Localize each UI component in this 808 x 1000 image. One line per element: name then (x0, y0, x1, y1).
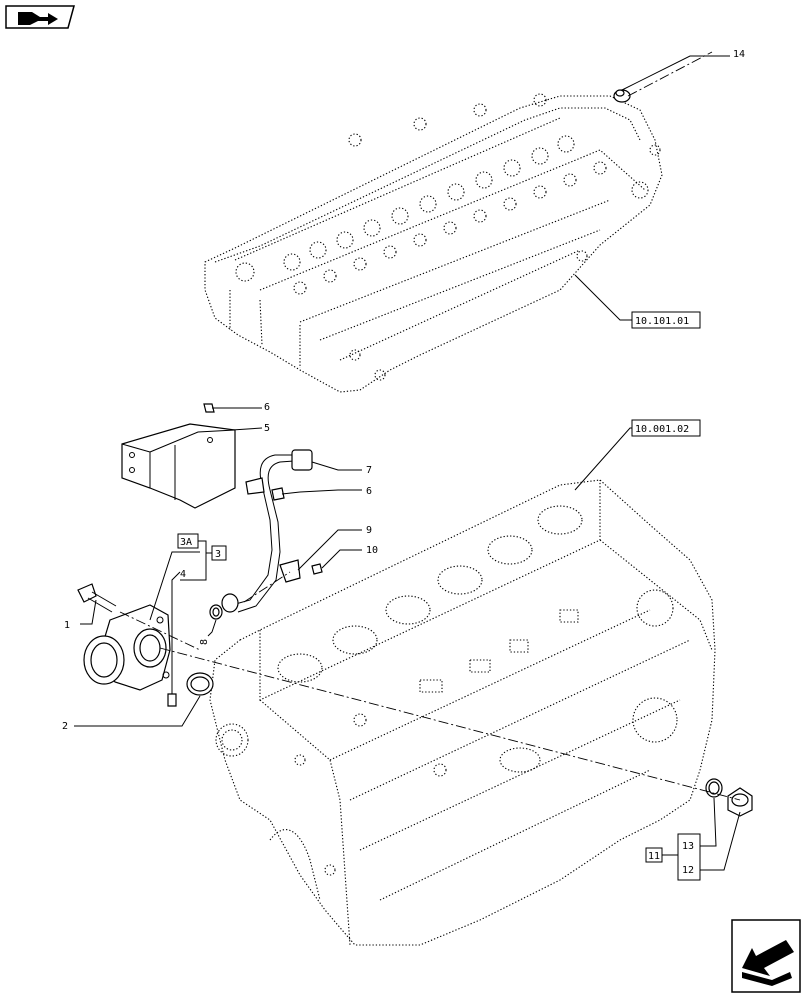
callout-11-bracket (662, 833, 701, 881)
next-page-arrow-icon[interactable] (731, 919, 801, 993)
callout-3-label: 3 (215, 549, 221, 560)
reference-cylinder-head-label: 10.101.01 (635, 316, 689, 327)
callout-4[interactable]: 4 (180, 569, 186, 580)
callout-2-label: 2 (62, 721, 68, 732)
callout-3a[interactable]: 3A (177, 533, 199, 549)
o-ring-part (209, 604, 223, 620)
bolt-part (77, 583, 117, 613)
book-arrow-icon[interactable] (5, 5, 75, 29)
screw-part (271, 487, 301, 501)
callout-6-label: 6 (264, 402, 270, 413)
callout-10[interactable]: 10 (366, 545, 378, 556)
callout-2[interactable]: 2 (62, 721, 68, 732)
callout-10-label: 10 (366, 545, 378, 556)
callout-8[interactable]: 8 (199, 639, 210, 645)
leader-lines (74, 55, 741, 871)
screw-part (311, 563, 323, 575)
seal-ring-part (186, 672, 214, 696)
callout-7-label: 7 (366, 465, 372, 476)
callout-5[interactable]: 5 (264, 423, 270, 434)
callout-13-label: 13 (682, 841, 694, 852)
callout-6-label: 6 (366, 486, 372, 497)
callout-12-label: 12 (682, 865, 694, 876)
callout-6-top[interactable]: 6 (264, 402, 270, 413)
callout-8-label: 8 (199, 639, 210, 645)
callout-12[interactable]: 12 (682, 865, 694, 876)
callout-14-label: 14 (733, 49, 745, 60)
callout-9-label: 9 (366, 525, 372, 536)
callout-7[interactable]: 7 (366, 465, 372, 476)
bracket-part (121, 423, 236, 509)
callout-3[interactable]: 3 (211, 545, 227, 561)
callout-11[interactable]: 11 (645, 847, 663, 863)
callout-14[interactable]: 14 (733, 49, 745, 60)
callout-5-label: 5 (264, 423, 270, 434)
callout-9[interactable]: 9 (366, 525, 372, 536)
reference-cylinder-head[interactable]: 10.101.01 (631, 311, 701, 329)
callout-11-label: 11 (648, 851, 660, 862)
pin-part (167, 693, 177, 707)
screw-part (203, 403, 230, 413)
centerlines (119, 51, 741, 801)
callout-3a-label: 3A (180, 537, 192, 548)
callout-4-label: 4 (180, 569, 186, 580)
callout-3-bracket (180, 540, 212, 581)
plug-part (705, 778, 753, 817)
engine-block-drawing (209, 479, 716, 946)
callout-6-middle[interactable]: 6 (366, 486, 372, 497)
cylinder-head-drawing (204, 89, 663, 393)
reference-engine-block[interactable]: 10.001.02 (631, 419, 701, 437)
pipe-part (221, 449, 313, 613)
callout-13[interactable]: 13 (682, 841, 694, 852)
reference-engine-block-label: 10.001.02 (635, 424, 689, 435)
thermostat-housing-part (83, 604, 171, 691)
callout-1[interactable]: 1 (64, 620, 70, 631)
callout-1-label: 1 (64, 620, 70, 631)
